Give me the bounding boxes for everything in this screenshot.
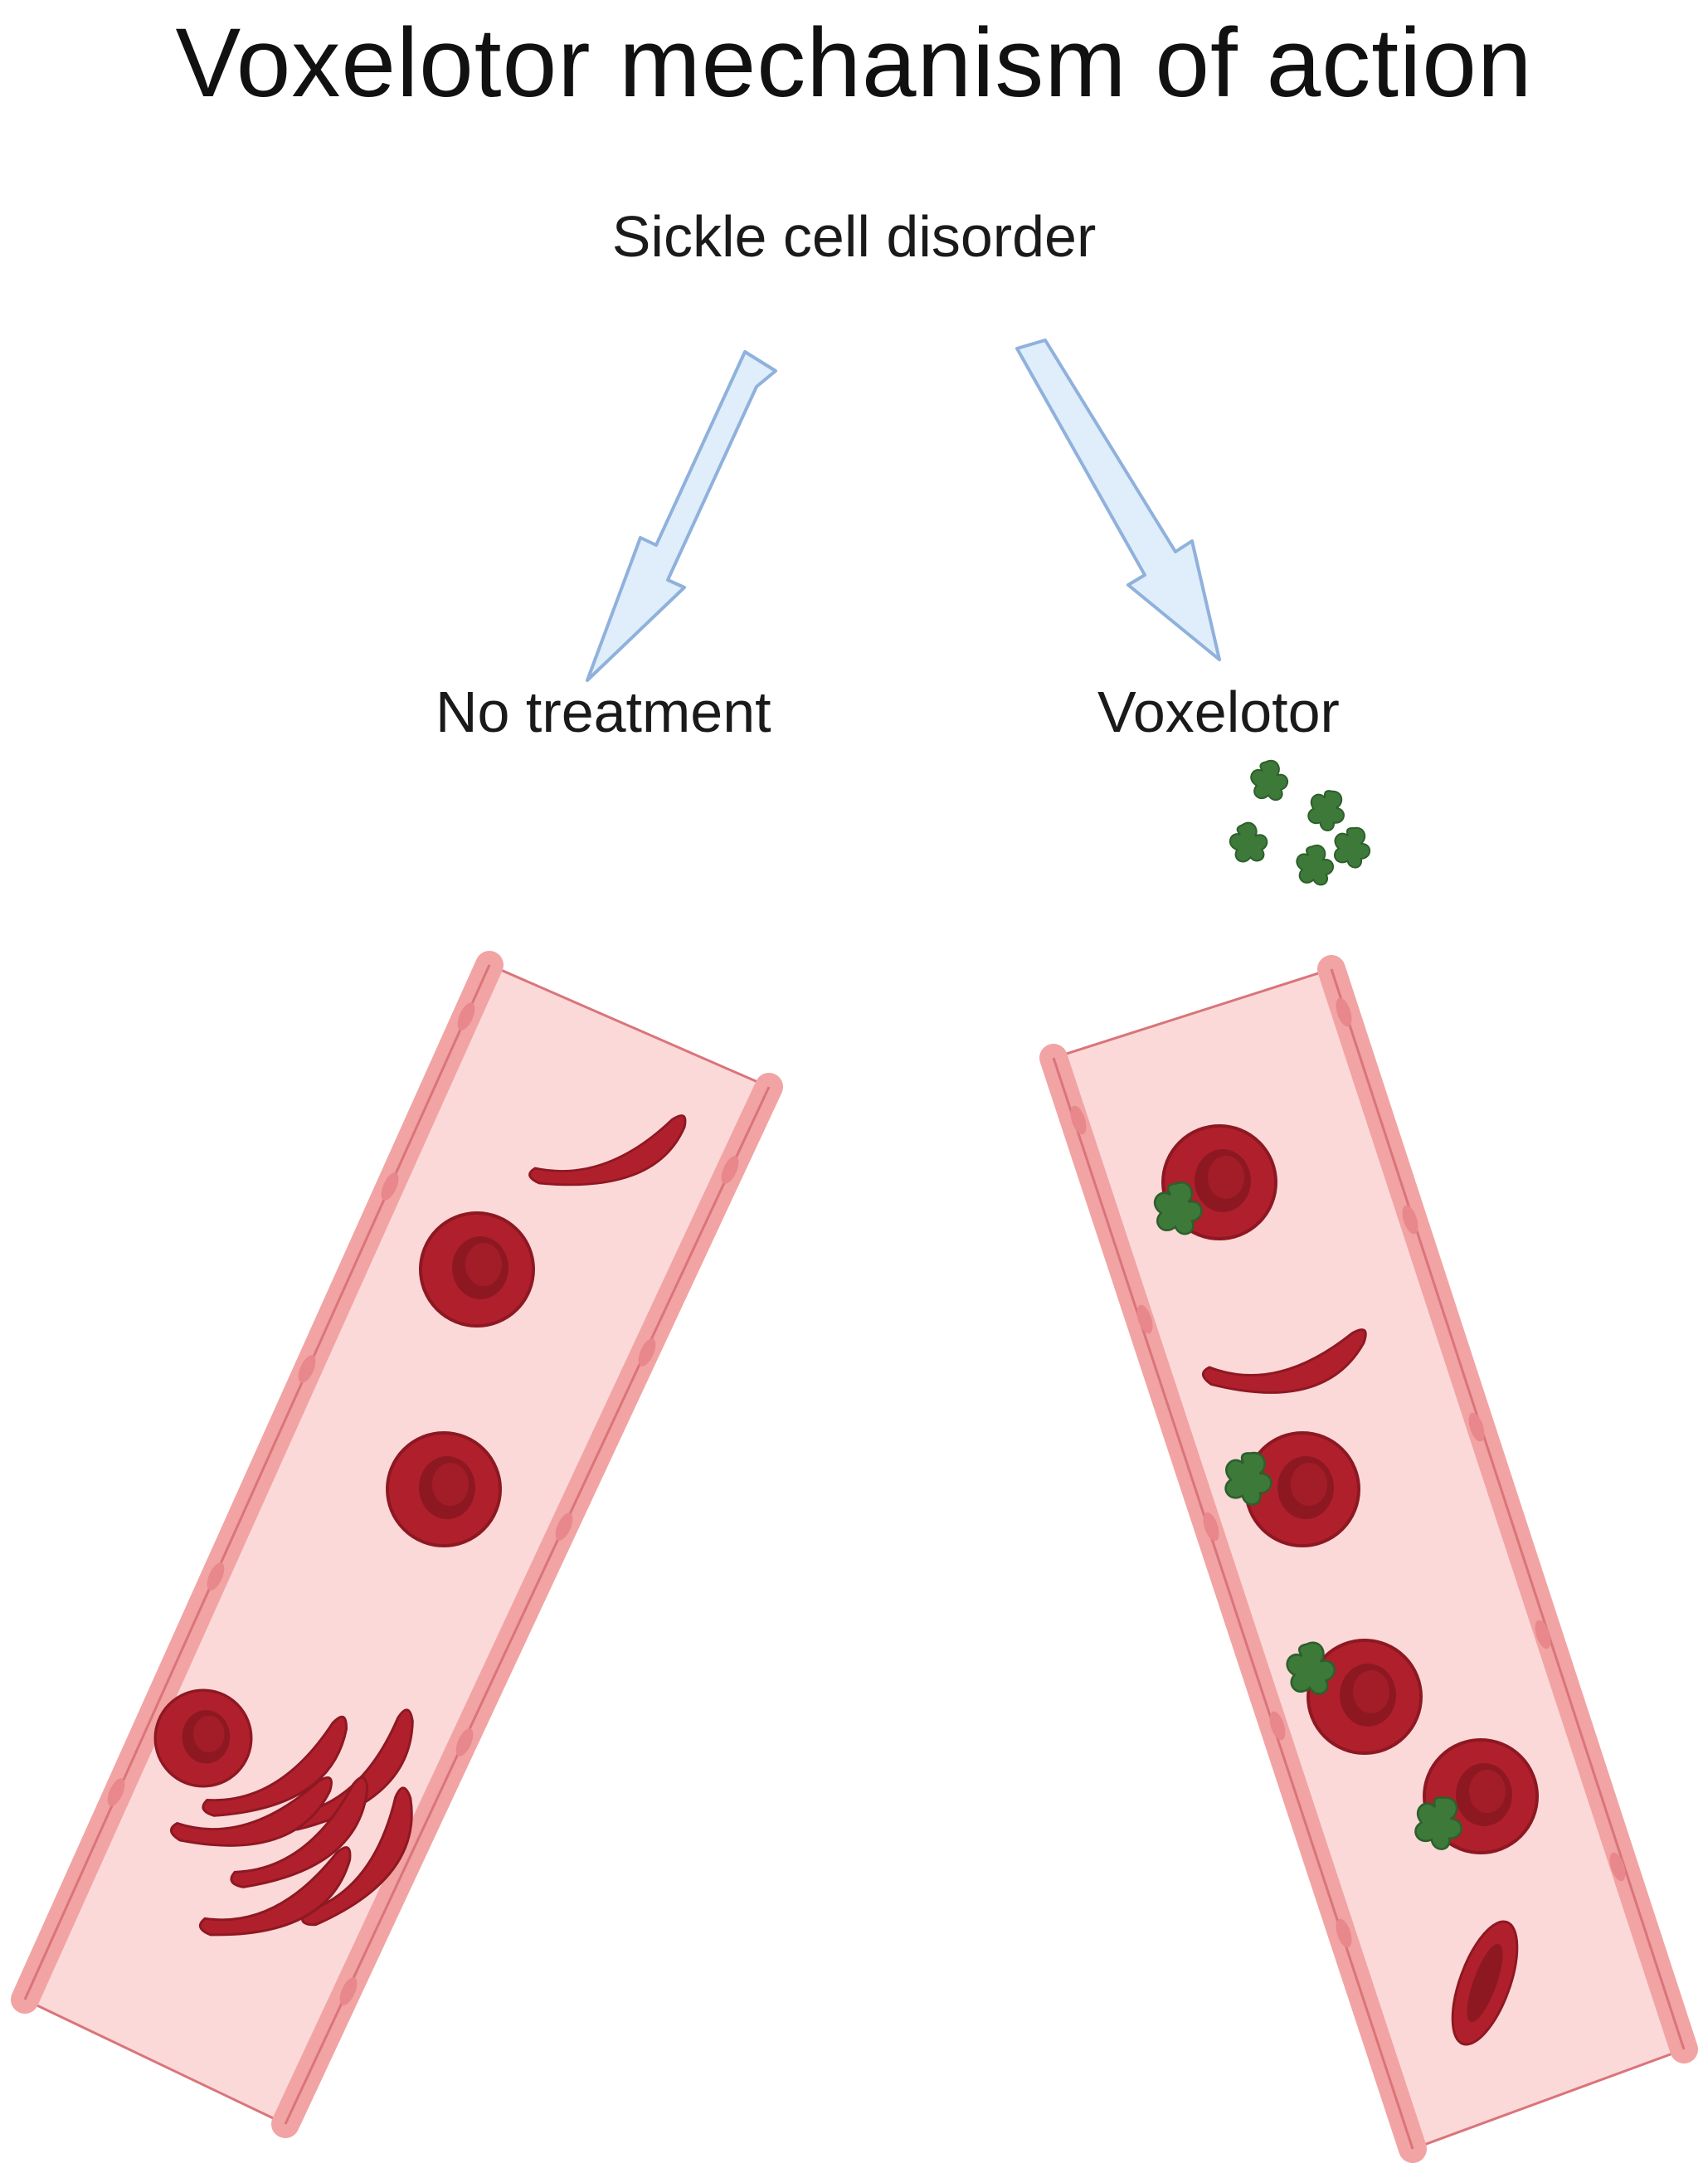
voxelotor-molecules — [1224, 757, 1373, 889]
label-no-treatment: No treatment — [436, 680, 771, 744]
arrow-to-no-treatment — [586, 350, 777, 682]
label-voxelotor: Voxelotor — [1097, 680, 1340, 744]
diagram-title: Voxelotor mechanism of action — [175, 8, 1533, 118]
label-sickle-cell-disorder: Sickle cell disorder — [611, 204, 1097, 269]
arrow-to-voxelotor — [1015, 339, 1221, 661]
vessel-treated — [1039, 955, 1698, 2163]
vessel-untreated — [11, 951, 783, 2138]
